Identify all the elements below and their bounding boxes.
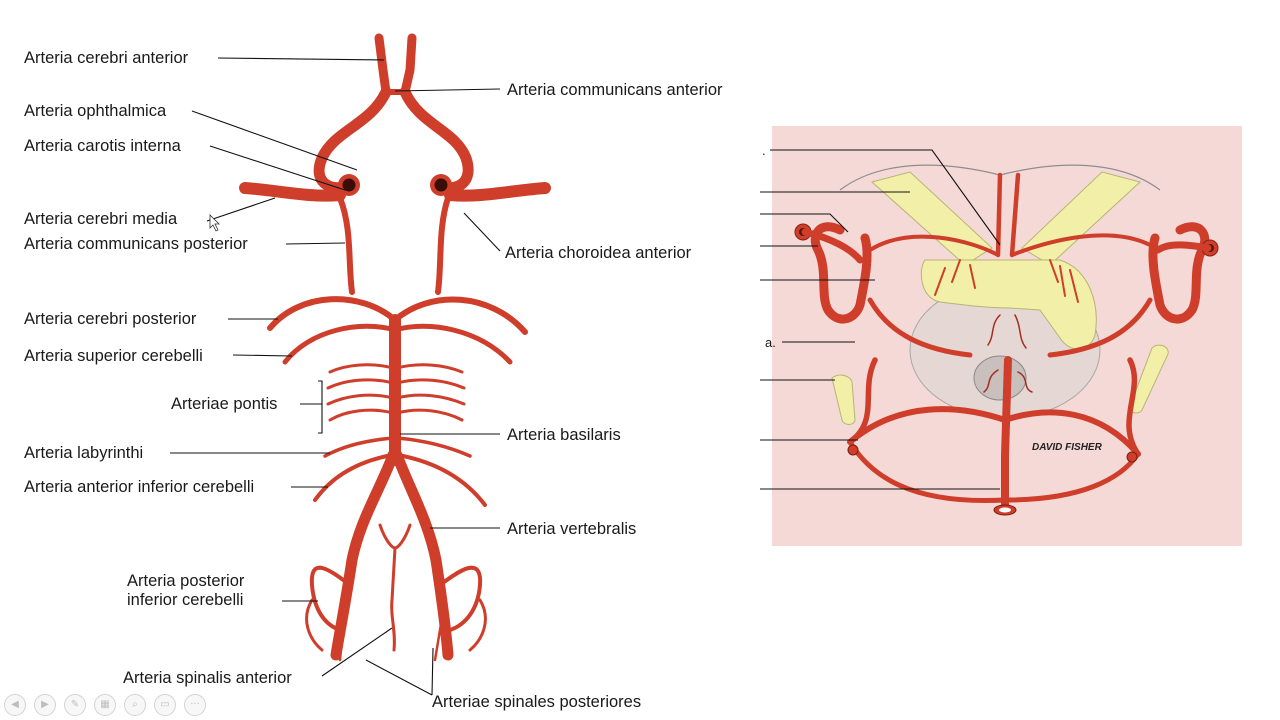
label-posterior-inferior-cerebelli-line1: Arteria posterior: [127, 572, 245, 590]
artist-signature: DAVID FISHER: [1032, 442, 1103, 453]
label-spinales-posteriores: Arteriae spinales posteriores: [432, 693, 641, 711]
right-label-fragment-1: .: [762, 143, 766, 158]
label-cerebri-posterior: Arteria cerebri posterior: [24, 310, 197, 328]
label-carotis-interna: Arteria carotis interna: [24, 137, 182, 155]
label-cerebri-media: Arteria cerebri media: [24, 210, 178, 228]
mouse-cursor-icon: [209, 214, 220, 232]
label-spinalis-anterior: Arteria spinalis anterior: [123, 669, 292, 687]
label-basilaris: Arteria basilaris: [507, 426, 621, 444]
pen-icon[interactable]: ✎: [64, 694, 86, 716]
zoom-icon[interactable]: ⌕: [124, 694, 146, 716]
more-icon[interactable]: ···: [184, 694, 206, 716]
right-label-fragment-2: a.: [765, 335, 776, 350]
label-vertebralis: Arteria vertebralis: [507, 520, 636, 538]
right-circle-of-willis-figure: . a. DAVID FISHER: [760, 126, 1242, 546]
slide-navigation-toolbar: ◀ ▶ ✎ ▦ ⌕ ▭ ···: [4, 694, 206, 716]
left-artery-diagram: Arteria cerebri anterior Arteria communi…: [24, 33, 723, 711]
arrow-right-icon[interactable]: ▶: [34, 694, 56, 716]
label-superior-cerebelli: Arteria superior cerebelli: [24, 347, 203, 365]
leader-lines: [170, 57, 501, 696]
label-posterior-inferior-cerebelli-line2: inferior cerebelli: [127, 591, 243, 609]
label-communicans-anterior: Arteria communicans anterior: [507, 81, 723, 99]
label-cerebri-anterior: Arteria cerebri anterior: [24, 49, 189, 67]
label-pontis: Arteriae pontis: [171, 395, 277, 413]
label-communicans-posterior: Arteria communicans posterior: [24, 235, 248, 253]
slides-icon[interactable]: ▦: [94, 694, 116, 716]
right-leader-lines: [760, 149, 1001, 490]
screen-icon[interactable]: ▭: [154, 694, 176, 716]
label-anterior-inferior-cerebelli: Arteria anterior inferior cerebelli: [24, 478, 254, 496]
label-labyrinthi: Arteria labyrinthi: [24, 444, 143, 462]
label-choroidea-anterior: Arteria choroidea anterior: [505, 244, 692, 262]
vessel-network: [239, 33, 551, 662]
right-vessel-network: [794, 172, 1219, 516]
label-ophthalmica: Arteria ophthalmica: [24, 102, 167, 120]
arrow-left-icon[interactable]: ◀: [4, 694, 26, 716]
